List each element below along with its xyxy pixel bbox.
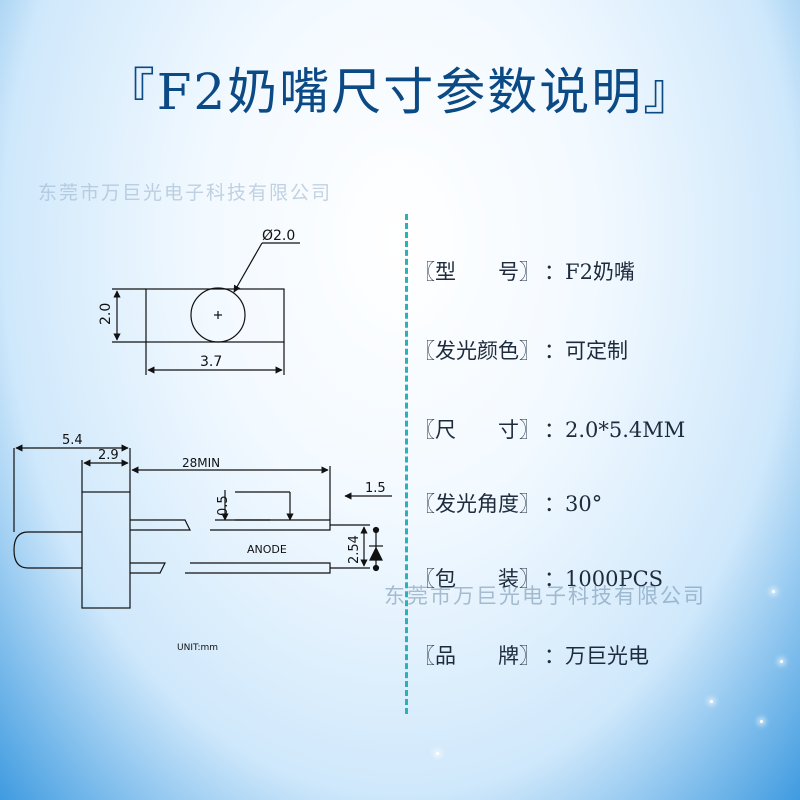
spec-size: 〖尺 寸〗：2.0*5.4MM <box>414 414 685 444</box>
side-view-lens <box>13 531 82 569</box>
diameter-leader <box>233 242 263 293</box>
top-view <box>112 242 300 375</box>
spec-model: 〖型 号〗：F2奶嘴 <box>414 256 635 286</box>
dim-2-54-label: 2.54 <box>347 535 362 564</box>
spec-label: 〖型 号〗 <box>414 260 540 284</box>
side-view <box>13 444 392 609</box>
sparkle-decoration <box>772 590 775 593</box>
unit-label: UNIT:mm <box>177 643 218 653</box>
watermark-top: 东莞市万巨光电子科技有限公司 <box>38 182 333 204</box>
dim-1-5-label: 1.5 <box>365 481 386 496</box>
spec-label: 〖发光角度〗 <box>414 492 540 516</box>
spec-value: ：万巨光电 <box>544 644 649 668</box>
height-label: 2.0 <box>98 303 114 325</box>
lead-upper-left <box>130 519 191 531</box>
spec-label: 〖包 装〗 <box>414 567 540 591</box>
lead-lower-right <box>185 562 331 574</box>
diode-symbol <box>369 526 383 572</box>
spec-label: 〖尺 寸〗 <box>414 418 540 442</box>
lead-lower-left <box>130 562 166 574</box>
dim-2-9-label: 2.9 <box>98 448 119 463</box>
width-label: 3.7 <box>200 354 222 370</box>
spec-brand: 〖品 牌〗：万巨光电 <box>414 640 649 670</box>
sparkle-decoration <box>780 660 783 663</box>
lead-upper-right <box>210 519 331 531</box>
divider-dashed-line <box>405 214 408 714</box>
spec-value: ：1000PCS <box>544 567 664 591</box>
spec-label: 〖发光颜色〗 <box>414 339 540 363</box>
spec-value: ：可定制 <box>544 339 628 363</box>
side-view-flange <box>81 491 131 609</box>
anode-label: ANODE <box>247 543 287 556</box>
dim-5-4-label: 5.4 <box>62 433 83 448</box>
sparkle-decoration <box>710 700 713 703</box>
diameter-label: Ø2.0 <box>262 228 295 244</box>
spec-angle: 〖发光角度〗：30° <box>414 488 602 518</box>
spec-value: ：2.0*5.4MM <box>544 418 686 442</box>
spec-label: 〖品 牌〗 <box>414 644 540 668</box>
sparkle-decoration <box>760 720 763 723</box>
spec-value: ：F2奶嘴 <box>544 260 635 284</box>
dim-28min-label: 28MIN <box>182 456 220 470</box>
spec-packaging: 〖包 装〗：1000PCS <box>414 563 663 593</box>
dim-0-5-label: 0.5 <box>216 495 231 516</box>
led-dimension-diagram: Ø2.0 2.0 3.7 <box>13 228 392 653</box>
page-title: 『F2奶嘴尺寸参数说明』 <box>104 63 696 121</box>
spec-color: 〖发光颜色〗：可定制 <box>414 335 628 365</box>
sparkle-decoration <box>436 752 439 755</box>
spec-value: ：30° <box>544 492 603 516</box>
watermark-bottom: 东莞市万巨光电子科技有限公司 <box>384 584 706 608</box>
top-view-lens-circle <box>190 287 246 343</box>
